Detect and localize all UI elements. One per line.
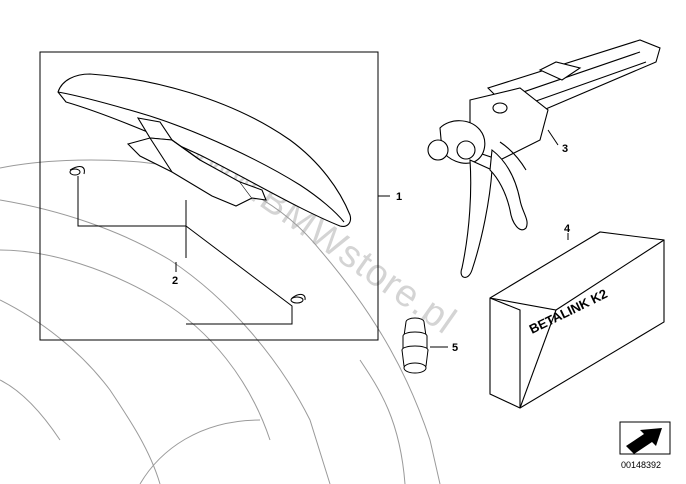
- betalink-kit-box: [489, 231, 665, 409]
- rubber-buffer: [401, 317, 429, 374]
- callout-1: 1: [396, 191, 402, 203]
- callout-3: 3: [562, 143, 568, 155]
- trunk-lid: [69, 166, 306, 325]
- diagram-ref-icon: [619, 421, 671, 455]
- dispensing-gun: [427, 39, 661, 278]
- callout-2: 2: [172, 275, 178, 287]
- callout-5: 5: [452, 342, 458, 354]
- car-body-outline: [0, 159, 441, 484]
- spoiler-frame: [39, 51, 379, 341]
- rear-spoiler: [57, 73, 352, 227]
- diagram-ref-number: 00148392: [621, 460, 661, 470]
- leader-lines: [175, 129, 569, 348]
- callout-4: 4: [564, 223, 571, 235]
